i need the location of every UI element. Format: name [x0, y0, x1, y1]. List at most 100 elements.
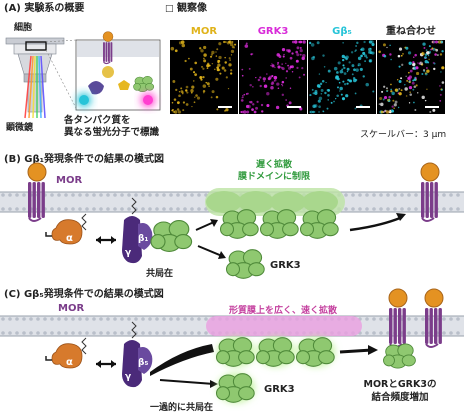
- fluorescence-spot: [257, 78, 261, 82]
- fluorescence-spot: [295, 41, 298, 43]
- fluorescence-spot: [274, 66, 276, 69]
- fluorescence-spot: [196, 96, 201, 100]
- fluorescence-spot: [312, 110, 315, 114]
- fluorescence-spot: [413, 78, 417, 82]
- fluorescence-spot: [379, 96, 383, 101]
- fluorescence-spot: [439, 93, 442, 96]
- fluorescence-spot: [381, 90, 384, 93]
- fluorescence-spot: [242, 110, 247, 114]
- fluorescence-spot: [355, 45, 357, 47]
- fluorescence-spot: [383, 85, 386, 88]
- fluorescence-spot: [289, 65, 293, 69]
- fluorescence-spot: [368, 40, 373, 44]
- fluorescence-spot: [360, 54, 363, 58]
- fluorescence-spot: [177, 110, 182, 114]
- fluorescence-spot: [327, 69, 331, 73]
- membrane-domain-b: [205, 188, 345, 216]
- fluorescence-spot: [346, 67, 350, 71]
- fluorescence-spot: [218, 55, 222, 60]
- fluorescence-spot: [181, 91, 184, 94]
- fluorescence-spot: [424, 99, 427, 102]
- fluorescence-spot: [281, 93, 285, 97]
- fluorescence-spot: [409, 91, 411, 93]
- fluorescence-spot: [273, 75, 278, 80]
- fluorescence-spot: [342, 41, 344, 44]
- fluorescence-spot: [242, 95, 244, 97]
- fluorescence-spot: [386, 46, 388, 49]
- fluorescence-spot: [281, 63, 283, 65]
- scale-bar: [218, 106, 232, 108]
- fluorescence-spot: [415, 71, 420, 76]
- fluorescence-spot: [313, 111, 316, 113]
- fluorescence-spot: [333, 100, 335, 103]
- fluorescence-spot: [171, 101, 174, 104]
- fluorescence-spot: [299, 53, 302, 56]
- grk3-domain-b-1: [219, 209, 259, 239]
- fluorescence-spot: [271, 64, 275, 68]
- fluorescence-spot: [417, 62, 419, 64]
- fluorescence-spot: [172, 80, 176, 83]
- fluorescence-spot: [192, 80, 195, 82]
- fluorescence-spot: [415, 66, 419, 70]
- fluorescence-spot: [352, 77, 356, 80]
- fluorescence-spot: [218, 42, 222, 46]
- fluorescence-spot: [185, 85, 189, 89]
- fluorescence-spot: [423, 47, 426, 49]
- fluorescence-spot: [433, 41, 436, 43]
- fluorescence-spot: [316, 41, 320, 45]
- fluorescence-spot: [400, 89, 403, 92]
- fluorescence-spot: [411, 81, 415, 85]
- fluorescence-spot: [194, 61, 198, 65]
- fluorescence-spot: [281, 83, 283, 86]
- mor-receptor-b-right: [420, 162, 440, 222]
- fluorescence-spot: [233, 47, 235, 49]
- fluorescence-spot: [303, 73, 306, 76]
- g-protein-b: α: [45, 213, 87, 245]
- fluorescence-spot: [206, 64, 210, 68]
- fluorescence-spot: [210, 96, 213, 99]
- fluorescence-spot: [261, 110, 264, 113]
- fluorescence-spot: [424, 72, 427, 75]
- fluorescence-spot: [433, 62, 436, 65]
- fluorescence-spot: [439, 100, 442, 102]
- fluorescence-spot: [209, 55, 213, 58]
- fluorescence-spot: [389, 53, 392, 56]
- scale-bar: [425, 106, 439, 108]
- fluorescence-spot: [262, 77, 266, 81]
- fluorescence-spot: [225, 108, 229, 112]
- fluorescence-spot: [441, 41, 443, 43]
- fluorescence-spot: [260, 103, 264, 107]
- grk3-label-c: GRK3: [264, 384, 295, 395]
- fluorescence-spot: [298, 76, 301, 79]
- caption-line-1: 各タンパク質を: [63, 114, 131, 126]
- fluorescence-spot: [412, 79, 415, 82]
- fluorescence-spot: [428, 58, 430, 61]
- fluorescence-spot: [221, 66, 225, 70]
- fluorescence-spot: [230, 49, 235, 54]
- observation-title-marker: □: [165, 4, 174, 14]
- fluorescence-spot: [291, 71, 294, 73]
- fluorescence-spot: [214, 68, 216, 71]
- fluorescence-spot: [241, 74, 244, 77]
- fluorescence-spot: [277, 65, 281, 69]
- fluorescence-spot: [203, 53, 207, 57]
- fluorescence-spot: [341, 97, 346, 101]
- fluorescence-spot: [228, 63, 232, 67]
- fluorescence-spot: [330, 101, 333, 104]
- g-beta-gamma-c: γ β₅: [122, 321, 153, 388]
- fluorescence-spot: [405, 75, 407, 78]
- fluorescence-spot: [348, 79, 352, 83]
- fluorescence-spot: [219, 72, 222, 75]
- fluorescence-spot: [295, 50, 299, 54]
- fluorescence-spot: [202, 76, 205, 79]
- channel-label: MOR: [191, 26, 217, 37]
- fluorescence-spot: [240, 110, 243, 114]
- fluorescence-spot: [277, 87, 280, 90]
- fluorescence-spot: [195, 94, 198, 97]
- fluorescence-spot: [426, 69, 430, 73]
- fluorescence-spot: [335, 75, 339, 79]
- fluorescence-spot: [181, 43, 186, 48]
- fluorescence-spot: [281, 85, 284, 87]
- fluorescence-spot: [363, 40, 366, 44]
- fluorescence-spot: [397, 54, 401, 58]
